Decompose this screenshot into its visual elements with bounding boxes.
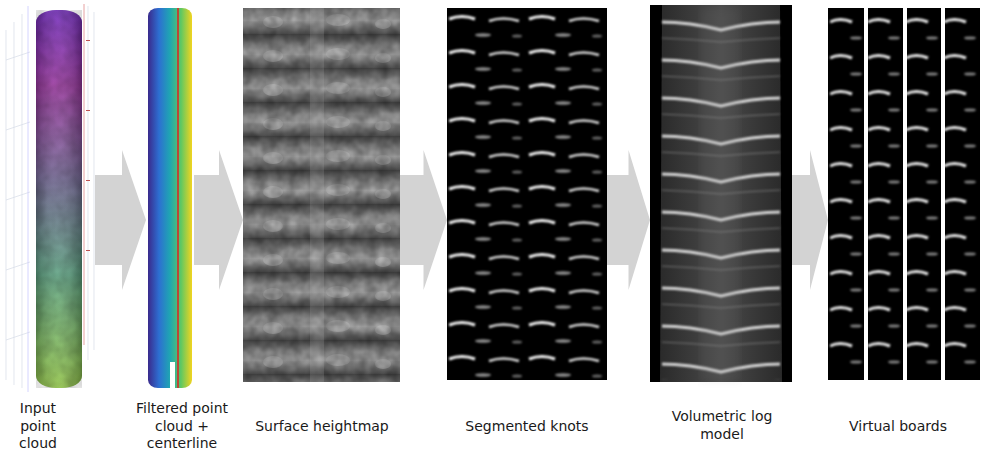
block-arrow bbox=[792, 150, 828, 290]
pipeline-stage: Filtered point cloud + centerline bbox=[146, 6, 194, 390]
stage-caption: Volumetric log model bbox=[660, 408, 784, 443]
block-arrow bbox=[607, 150, 650, 290]
point-cloud-plot bbox=[6, 4, 94, 392]
pipeline-stage: Virtual boards bbox=[828, 8, 980, 380]
filtered-cloud bbox=[148, 8, 192, 388]
board-slices bbox=[828, 8, 980, 380]
block-arrow bbox=[95, 150, 146, 290]
stage-caption: Input point cloud bbox=[12, 400, 64, 453]
block-arrow bbox=[194, 150, 243, 290]
heightmap-image bbox=[243, 8, 400, 382]
pipeline-stage: Volumetric log model bbox=[650, 5, 792, 382]
stage-caption: Filtered point cloud + centerline bbox=[124, 400, 240, 453]
block-arrow bbox=[400, 150, 447, 290]
pipeline-stage: Input point cloud bbox=[2, 6, 95, 390]
stage-caption: Segmented knots bbox=[432, 418, 622, 436]
volume-slice bbox=[650, 5, 792, 382]
knot-mask bbox=[447, 8, 607, 380]
pipeline-stage: Surface heightmap bbox=[243, 8, 400, 382]
stage-caption: Surface heightmap bbox=[228, 418, 416, 436]
pipeline-stage: Segmented knots bbox=[447, 8, 607, 380]
stage-caption: Virtual boards bbox=[817, 418, 979, 436]
